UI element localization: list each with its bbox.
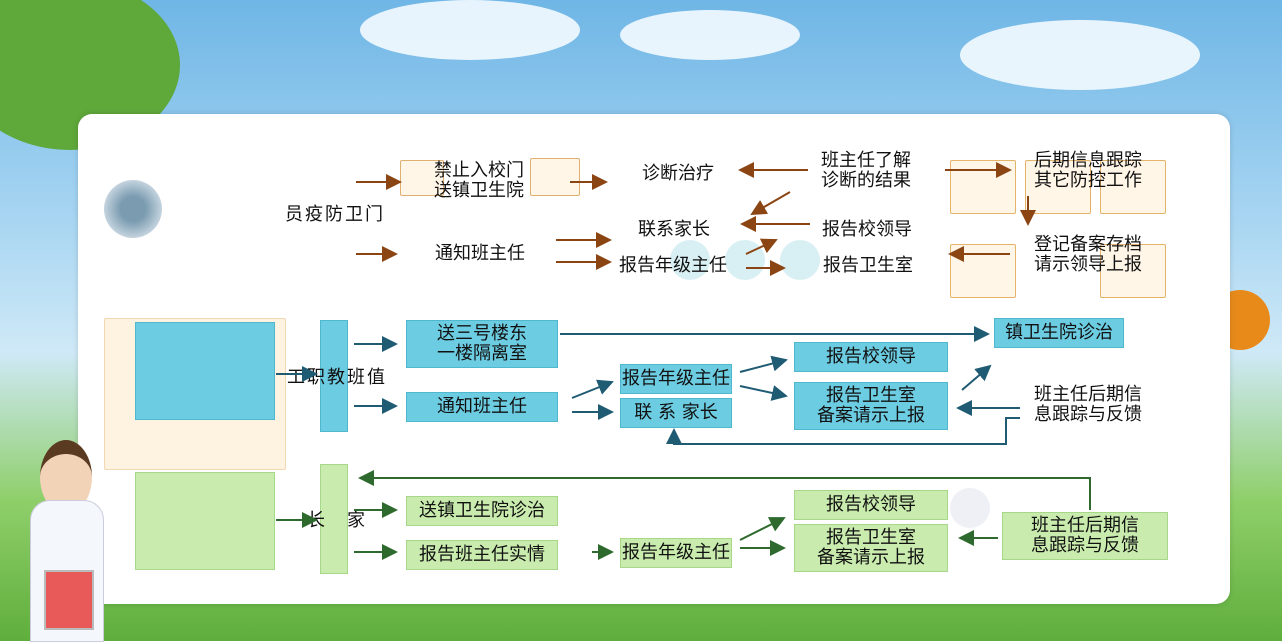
icon-circle	[670, 240, 710, 280]
node-jinzhi: 禁止入校门 送镇卫生院	[434, 160, 524, 201]
illustration-thumb	[1100, 244, 1166, 298]
cloud	[360, 0, 580, 60]
node-jiazhang: 家 长	[304, 464, 365, 574]
cloud	[960, 20, 1200, 90]
node-houqi-top: 后期信息跟踪 其它防控工作	[1034, 150, 1142, 191]
node-dengji: 登记备案存档 请示领导上报	[1034, 234, 1142, 275]
placeholder-box	[135, 472, 275, 570]
placeholder-box	[135, 322, 275, 420]
illustration-thumb	[950, 244, 1016, 298]
node-lianxi-mid: 联 系 家长	[620, 398, 732, 428]
icon-circle	[950, 488, 990, 528]
node-menwei: 门 卫 防 疫 员	[282, 204, 383, 222]
node-baogao-nianji-bot: 报告年级主任	[620, 538, 732, 568]
node-zhenduan: 诊断治疗	[642, 163, 714, 184]
icon-circle	[780, 240, 820, 280]
nurse-illustration	[30, 440, 104, 642]
node-song-sanhao: 送三号楼东 一楼隔离室	[406, 320, 558, 368]
icon-circle	[725, 240, 765, 280]
node-tongzhi-top: 通知班主任	[435, 243, 525, 264]
node-song-zhen: 送镇卫生院诊治	[406, 496, 558, 526]
illustration-thumb	[400, 160, 444, 196]
node-baogao-nianji-mid: 报告年级主任	[620, 364, 732, 394]
node-baogao-banzhuren: 报告班主任实情	[406, 540, 558, 570]
node-baogao-xiao-mid: 报告校领导	[794, 342, 948, 372]
illustration-thumb	[1025, 160, 1091, 214]
illustration-thumb	[530, 158, 580, 196]
node-tongzhi-mid: 通知班主任	[406, 392, 558, 422]
node-baogao-xiao-top: 报告校领导	[822, 219, 912, 240]
illustration-thumb	[1100, 160, 1166, 214]
node-baogao-weisheng-bot: 报告卫生室 备案请示上报	[794, 524, 948, 572]
node-lianxi-top: 联系家长	[638, 219, 710, 240]
virus-icon	[104, 180, 162, 238]
cloud	[620, 10, 800, 60]
node-zhiban: 值 班 教 职 工	[284, 320, 385, 432]
node-banzhuren-liaojie: 班主任了解 诊断的结果	[821, 150, 911, 191]
node-zhen-zhenliao: 镇卫生院诊治	[994, 318, 1124, 348]
node-banzhuren-bot: 班主任后期信 息跟踪与反馈	[1002, 512, 1168, 560]
node-baogao-xiao-bot: 报告校领导	[794, 490, 948, 520]
node-baogao-nianji-top: 报告年级主任	[619, 255, 727, 276]
node-baogao-weisheng-top: 报告卫生室	[823, 255, 913, 276]
node-baogao-weisheng-mid: 报告卫生室 备案请示上报	[794, 382, 948, 430]
illustration-thumb	[950, 160, 1016, 214]
node-banzhuren-mid: 班主任后期信 息跟踪与反馈	[1034, 384, 1142, 425]
